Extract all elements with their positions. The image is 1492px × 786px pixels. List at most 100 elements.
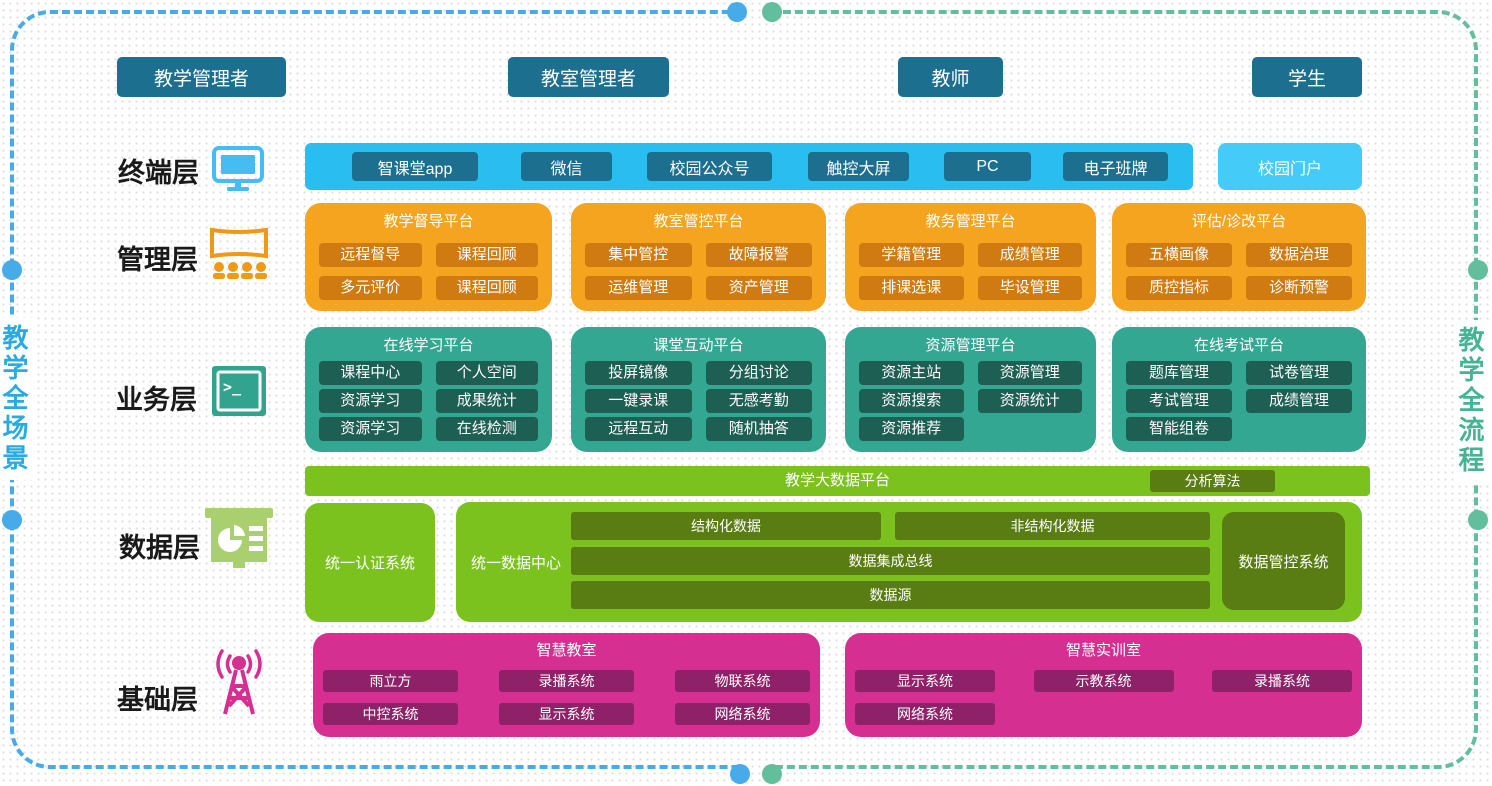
platform-button[interactable]: 排课选课 — [859, 276, 964, 300]
platform-button[interactable]: 资源主站 — [859, 361, 964, 385]
platform-button[interactable]: 诊断预警 — [1246, 276, 1352, 300]
system-button[interactable]: 示教系统 — [1033, 670, 1174, 692]
frame-dot — [730, 764, 750, 784]
frame-dot — [2, 260, 22, 280]
platform-button[interactable]: 分组讨论 — [705, 361, 812, 385]
frame-dot — [727, 2, 747, 22]
unstructured-data-bar: 非结构化数据 — [895, 512, 1210, 540]
platform-button[interactable]: 试卷管理 — [1246, 361, 1352, 385]
terminal-item-button[interactable]: 电子班牌 — [1063, 152, 1168, 181]
panel-title: 教学督导平台 — [383, 213, 474, 230]
platform-button[interactable]: 集中管控 — [585, 242, 692, 267]
platform-button[interactable]: 资源搜索 — [859, 389, 964, 413]
projection-screen-icon — [208, 224, 270, 285]
platform-button[interactable]: 随机抽答 — [705, 417, 812, 441]
system-button[interactable]: 物联系统 — [675, 670, 810, 692]
business-panel-resource-management: 资源管理平台 资源主站 资源管理 资源搜索 资源统计 资源推荐 — [845, 327, 1096, 452]
platform-button[interactable]: 资源推荐 — [859, 417, 964, 441]
data-governance-system-box[interactable]: 数据管控系统 — [1222, 512, 1345, 610]
business-panel-online-learning: 在线学习平台 课程中心 个人空间 资源学习 成果统计 资源学习 在线检测 — [305, 327, 552, 452]
platform-button[interactable]: 题库管理 — [1126, 361, 1232, 385]
system-button[interactable]: 显示系统 — [855, 670, 995, 692]
terminal-item-button[interactable]: 触控大屏 — [808, 152, 909, 181]
platform-button[interactable]: 一键录课 — [585, 389, 692, 413]
terminal-item-button[interactable]: 微信 — [521, 152, 612, 181]
management-panel-evaluation: 评估/诊改平台 五横画像 数据治理 质控指标 诊断预警 — [1112, 203, 1366, 311]
management-panel-classroom-control: 教室管控平台 集中管控 故障报警 运维管理 资产管理 — [571, 203, 826, 311]
platform-button[interactable]: 远程互动 — [585, 417, 692, 441]
platform-button[interactable]: 毕设管理 — [977, 276, 1082, 300]
terminal-item-button[interactable]: 智课堂app — [352, 152, 478, 181]
role-button-classroom-admin[interactable]: 教室管理者 — [508, 57, 669, 97]
platform-button[interactable]: 个人空间 — [435, 361, 538, 385]
system-button[interactable]: 中控系统 — [323, 703, 458, 725]
unified-auth-system-box[interactable]: 统一认证系统 — [305, 503, 435, 622]
system-button[interactable]: 录播系统 — [499, 670, 634, 692]
platform-button[interactable]: 资源学习 — [319, 389, 422, 413]
frame-dot — [762, 764, 782, 784]
platform-button[interactable]: 多元评价 — [319, 276, 422, 300]
terminal-layer-bar: 智课堂app 微信 校园公众号 触控大屏 PC 电子班牌 — [305, 143, 1193, 190]
platform-button[interactable]: 在线检测 — [435, 417, 538, 441]
platform-button[interactable]: 成果统计 — [435, 389, 538, 413]
platform-button[interactable]: 五横画像 — [1126, 242, 1232, 267]
platform-button[interactable]: 数据治理 — [1246, 242, 1352, 267]
panel-title: 资源管理平台 — [925, 337, 1016, 354]
role-button-student[interactable]: 学生 — [1252, 57, 1362, 97]
platform-button[interactable]: 资产管理 — [705, 276, 812, 300]
layer-label-infrastructure: 基础层 — [117, 685, 198, 715]
campus-portal-button[interactable]: 校园门户 — [1218, 143, 1362, 190]
bigdata-platform-bar: 教学大数据平台 分析算法 — [305, 466, 1370, 496]
platform-button[interactable]: 智能组卷 — [1126, 417, 1232, 441]
platform-button[interactable]: 课程中心 — [319, 361, 422, 385]
layer-label-terminal: 终端层 — [118, 158, 199, 188]
side-label-right: 教学全流程 — [1455, 320, 1489, 482]
platform-button[interactable]: 运维管理 — [585, 276, 692, 300]
role-button-teaching-admin[interactable]: 教学管理者 — [117, 57, 286, 97]
infrastructure-panel-smart-classroom: 智慧教室 雨立方 录播系统 物联系统 中控系统 显示系统 网络系统 — [313, 633, 820, 737]
data-source-bar: 数据源 — [571, 581, 1210, 609]
radio-tower-icon — [205, 648, 273, 723]
system-button[interactable]: 显示系统 — [499, 703, 634, 725]
layer-label-management: 管理层 — [117, 245, 198, 275]
role-button-teacher[interactable]: 教师 — [898, 57, 1003, 97]
frame-dot — [1468, 260, 1488, 280]
system-button[interactable]: 网络系统 — [675, 703, 810, 725]
platform-button[interactable]: 成绩管理 — [1246, 389, 1352, 413]
system-button[interactable]: 网络系统 — [855, 703, 995, 725]
panel-title: 在线考试平台 — [1193, 337, 1284, 354]
platform-button[interactable]: 故障报警 — [705, 242, 812, 267]
panel-title: 教务管理平台 — [925, 213, 1016, 230]
platform-button[interactable]: 资源统计 — [977, 389, 1082, 413]
business-panel-class-interaction: 课堂互动平台 投屏镜像 分组讨论 一键录课 无感考勤 远程互动 随机抽答 — [571, 327, 826, 452]
chart-board-icon — [205, 508, 273, 577]
platform-button[interactable]: 质控指标 — [1126, 276, 1232, 300]
panel-title: 教室管控平台 — [653, 213, 744, 230]
system-button[interactable]: 录播系统 — [1212, 670, 1352, 692]
platform-button[interactable]: 课程回顾 — [435, 276, 538, 300]
platform-button[interactable]: 成绩管理 — [977, 242, 1082, 267]
terminal-item-button[interactable]: PC — [944, 152, 1031, 181]
platform-button[interactable]: 无感考勤 — [705, 389, 812, 413]
platform-button[interactable]: 资源管理 — [977, 361, 1082, 385]
platform-button[interactable]: 学籍管理 — [859, 242, 964, 267]
frame-dot — [762, 2, 782, 22]
management-panel-supervision: 教学督导平台 远程督导 课程回顾 多元评价 课程回顾 — [305, 203, 552, 311]
platform-button[interactable]: 投屏镜像 — [585, 361, 692, 385]
terminal-item-button[interactable]: 校园公众号 — [647, 152, 772, 181]
frame-dot — [2, 510, 22, 530]
platform-button[interactable]: 课程回顾 — [435, 242, 538, 267]
platform-button[interactable]: 远程督导 — [319, 242, 422, 267]
monitor-icon — [212, 146, 264, 197]
analysis-algorithm-button[interactable]: 分析算法 — [1150, 470, 1275, 492]
panel-title: 在线学习平台 — [383, 337, 474, 354]
platform-button[interactable]: 考试管理 — [1126, 389, 1232, 413]
unified-data-center-box: 统一数据中心 结构化数据 非结构化数据 数据集成总线 数据源 数据管控系统 — [456, 502, 1362, 622]
panel-title: 智慧教室 — [536, 642, 597, 659]
system-button[interactable]: 雨立方 — [323, 670, 458, 692]
side-label-left: 教学全场景 — [0, 318, 33, 480]
platform-button[interactable]: 资源学习 — [319, 417, 422, 441]
infrastructure-panel-smart-training-room: 智慧实训室 显示系统 示教系统 录播系统 网络系统 — [845, 633, 1362, 737]
panel-title: 评估/诊改平台 — [1191, 213, 1287, 230]
